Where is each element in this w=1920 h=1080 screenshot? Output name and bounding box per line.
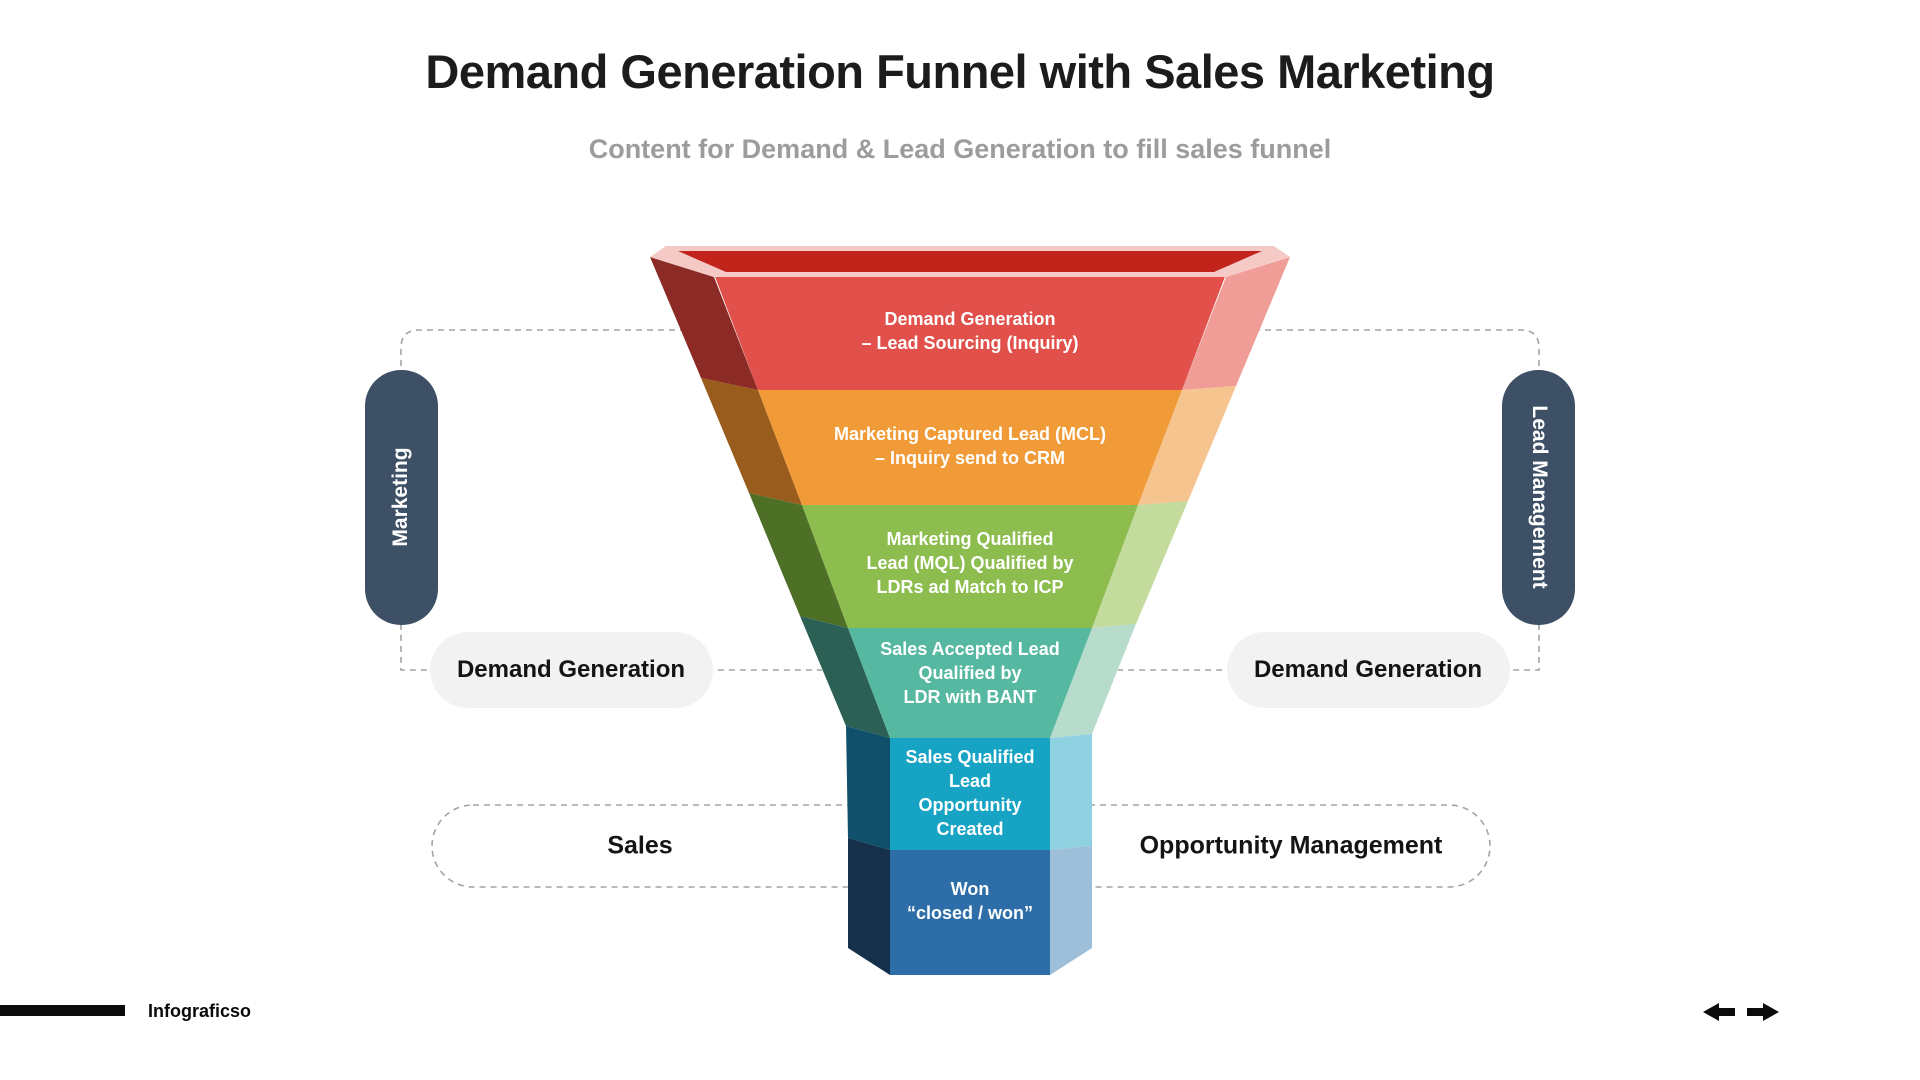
stage-5-label: Sales Qualified Lead Opportunity Created: [905, 747, 1035, 839]
stage-4-right-face: [1050, 624, 1136, 738]
stage-3-front-face: [802, 505, 1138, 628]
left-connector-dashed-line: [400, 329, 822, 671]
marketing-pill-label: Marketing: [389, 447, 412, 547]
funnel-rim-face: [678, 251, 1262, 272]
stage-6-front-face: [890, 850, 1050, 975]
stage-1-left-face: [650, 257, 758, 390]
lead-management-pill: [1502, 370, 1575, 625]
stage-4-label: Sales Accepted Lead Qualified by LDR wit…: [880, 639, 1060, 707]
stage-5-right-face: [1050, 734, 1092, 850]
opportunity-management-band-label: Opportunity Management: [1139, 831, 1443, 860]
stage-6-left-face: [848, 838, 890, 975]
stage-2-right-face: [1138, 386, 1236, 505]
stage-3-label: Marketing Qualified Lead (MQL) Qualified…: [866, 529, 1074, 597]
stage-2-label: Marketing Captured Lead (MCL) – Inquiry …: [833, 424, 1107, 468]
stage-2-front-face: [758, 390, 1182, 505]
stage-1-right-face: [1182, 257, 1290, 390]
page-subtitle: Content for Demand & Lead Generation to …: [588, 134, 1332, 164]
stage-4-left-face: [800, 616, 890, 738]
row-label-left: Demand Generation: [456, 656, 686, 683]
brand-logo-text: Infograficso: [148, 1001, 252, 1021]
stage-4-front-face: [848, 628, 1092, 738]
lead-management-pill-label: Lead Management: [1528, 405, 1551, 589]
marketing-pill: [365, 370, 438, 625]
right-arrow-icon[interactable]: [1747, 1003, 1779, 1021]
stage-2-left-face: [701, 378, 802, 505]
stage-5-front-face: [890, 738, 1050, 850]
stage-6-label: Won “closed / won”: [906, 879, 1034, 923]
stage-5-left-face: [846, 726, 890, 850]
row-label-right: Demand Generation: [1253, 656, 1483, 683]
stage-1-front-face: [714, 274, 1226, 390]
right-connector-dashed-line: [1118, 329, 1540, 671]
sales-band-label: Sales: [607, 831, 673, 860]
row-label-pill-left: [430, 632, 713, 708]
stage-3-right-face: [1092, 501, 1188, 628]
left-arrow-icon[interactable]: [1703, 1003, 1735, 1021]
stage-1-label: Demand Generation – Lead Sourcing (Inqui…: [861, 309, 1079, 353]
footer-accent-bar: [0, 1005, 125, 1016]
page-title: Demand Generation Funnel with Sales Mark…: [425, 45, 1495, 98]
row-label-pill-right: [1227, 632, 1510, 708]
stage-6-right-face: [1050, 846, 1092, 975]
slide-nav-arrows: [1703, 1003, 1779, 1021]
stage-3-left-face: [749, 493, 848, 628]
